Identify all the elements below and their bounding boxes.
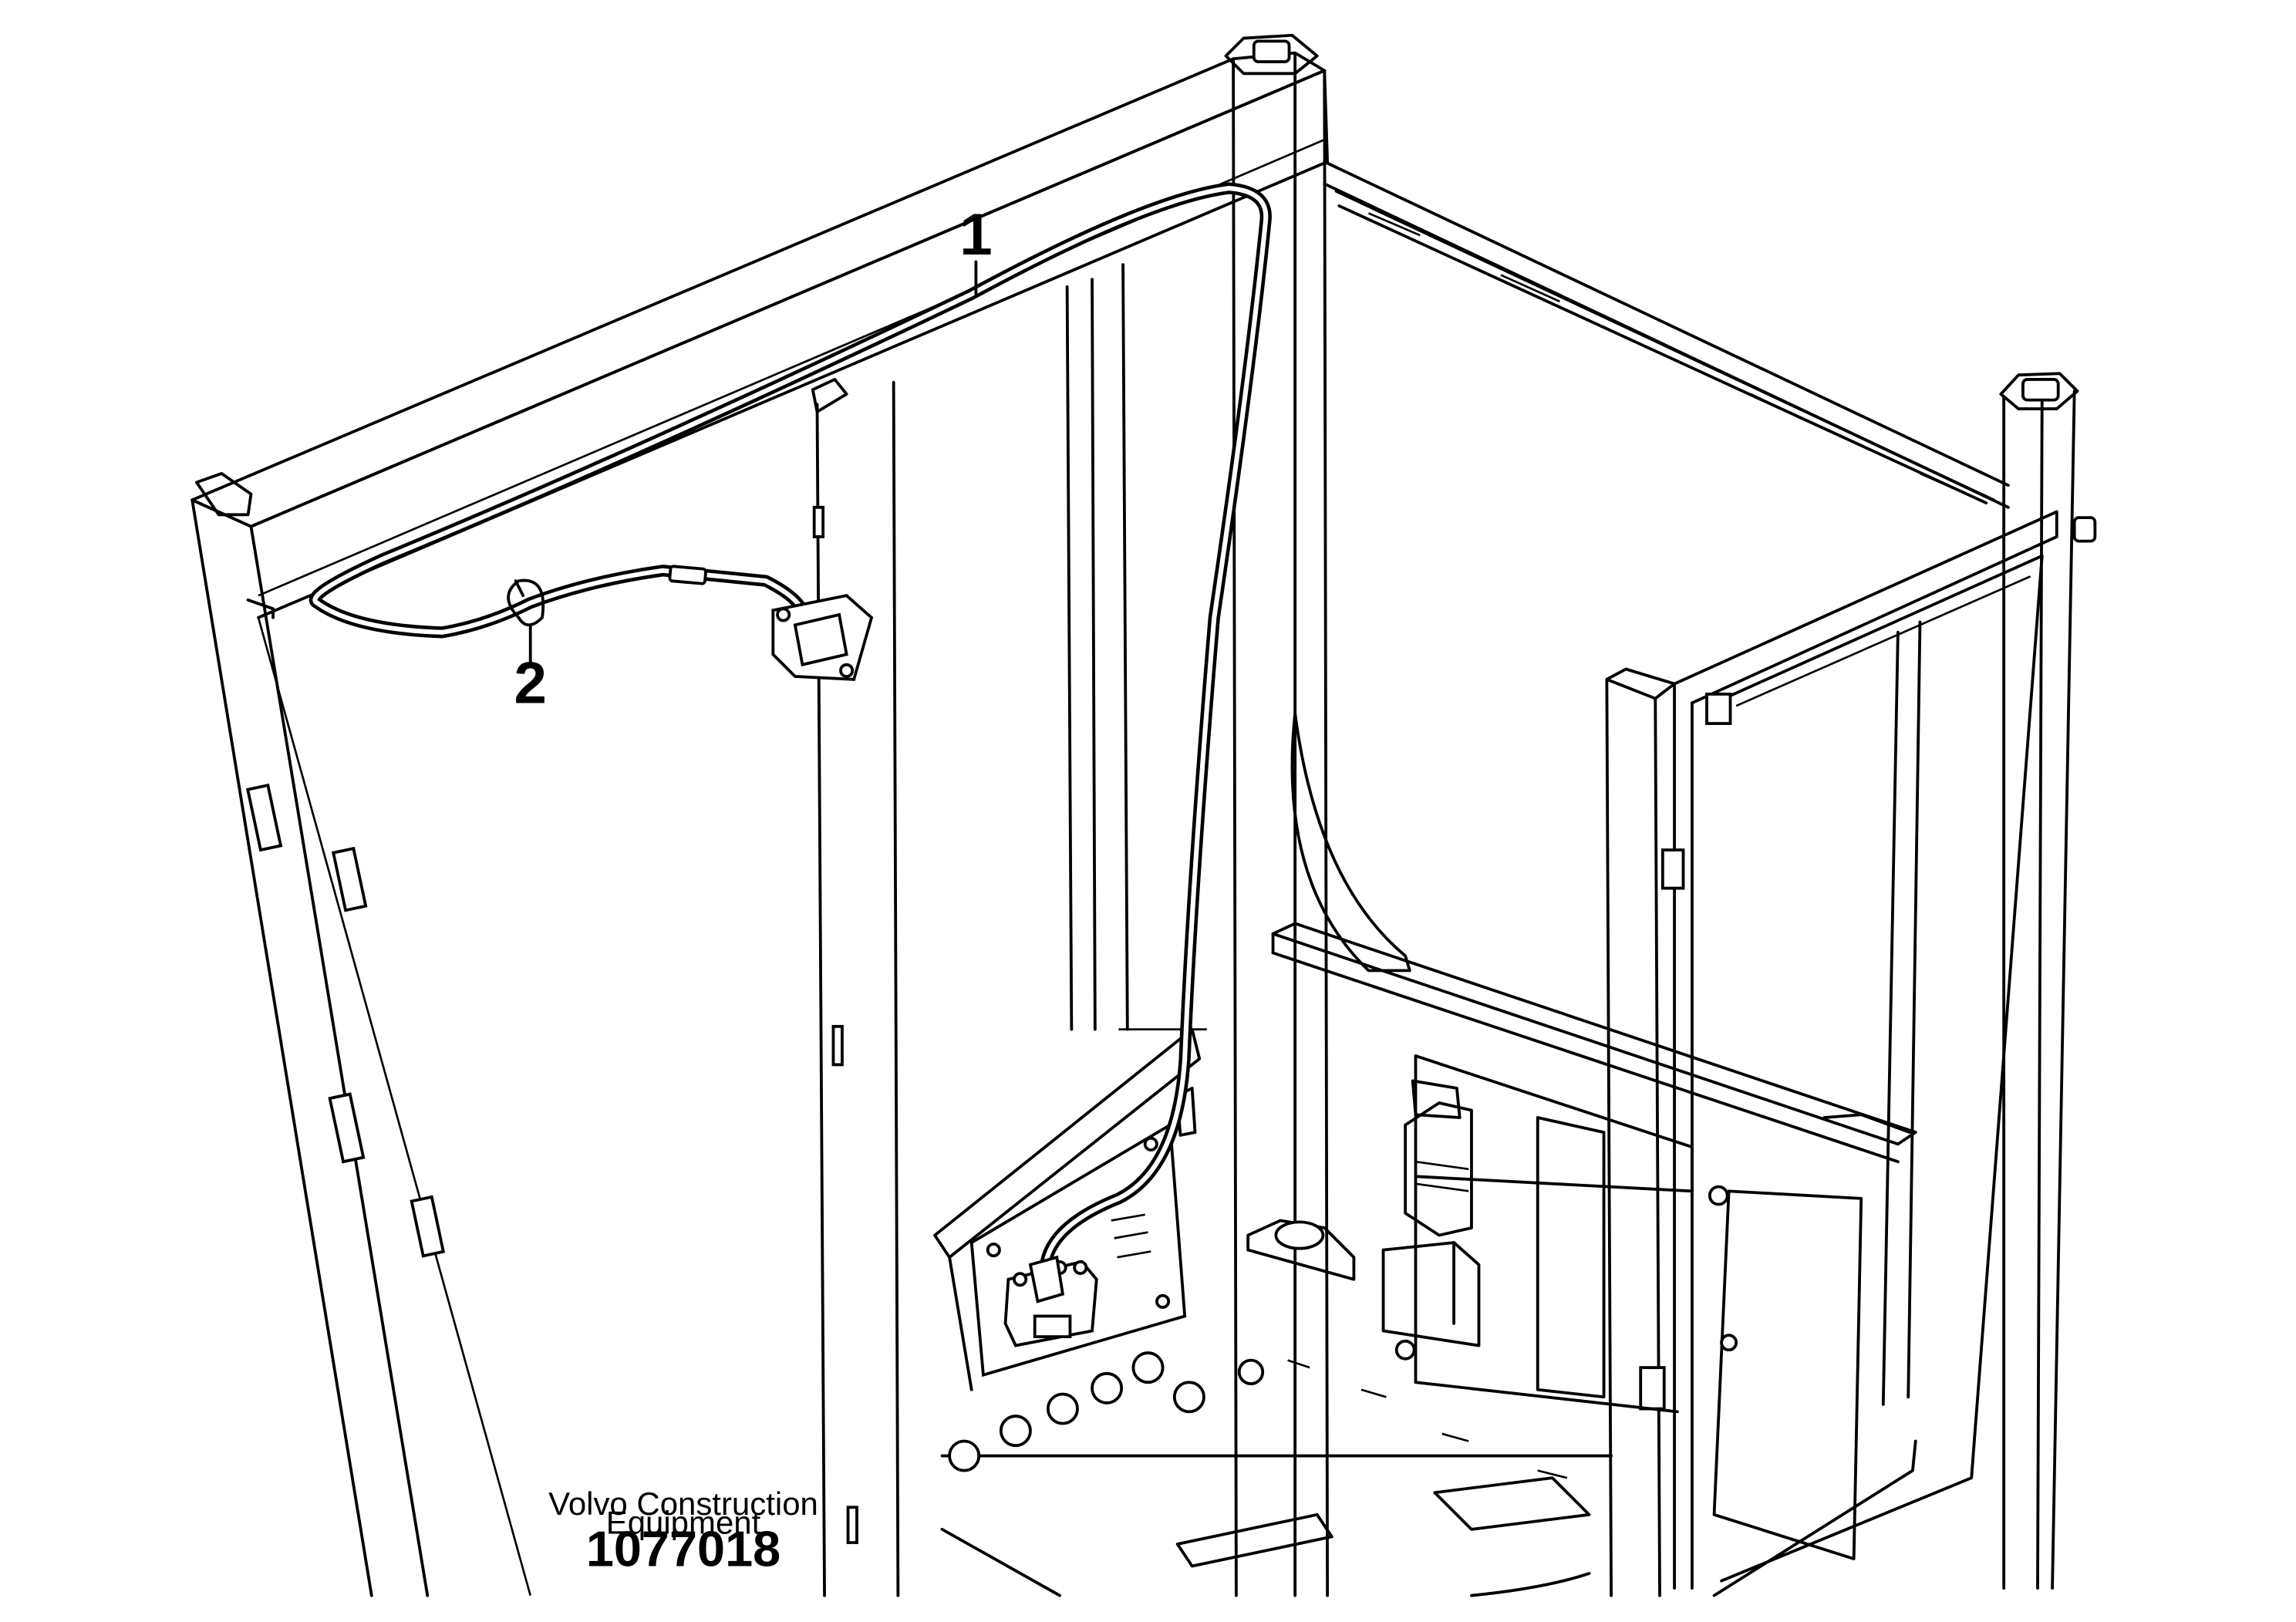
callout-1-label: 1: [959, 202, 992, 268]
callout-2: 2: [514, 623, 547, 716]
manufacturer-line-1: Volvo Construction: [548, 1485, 818, 1522]
callout-1: 1: [959, 202, 993, 296]
antenna-box: [771, 594, 874, 681]
manufacturer-line-2: Equipment: [606, 1505, 761, 1541]
callout-2-label: 2: [514, 650, 547, 716]
drawing-number: 1077018: [586, 1521, 781, 1577]
cable-harness: [308, 182, 1272, 1303]
drawing-footer: Volvo Construction Equipment 1077018: [548, 1485, 818, 1577]
cab-frame: [190, 33, 2097, 1597]
control-unit: [933, 1027, 1202, 1391]
